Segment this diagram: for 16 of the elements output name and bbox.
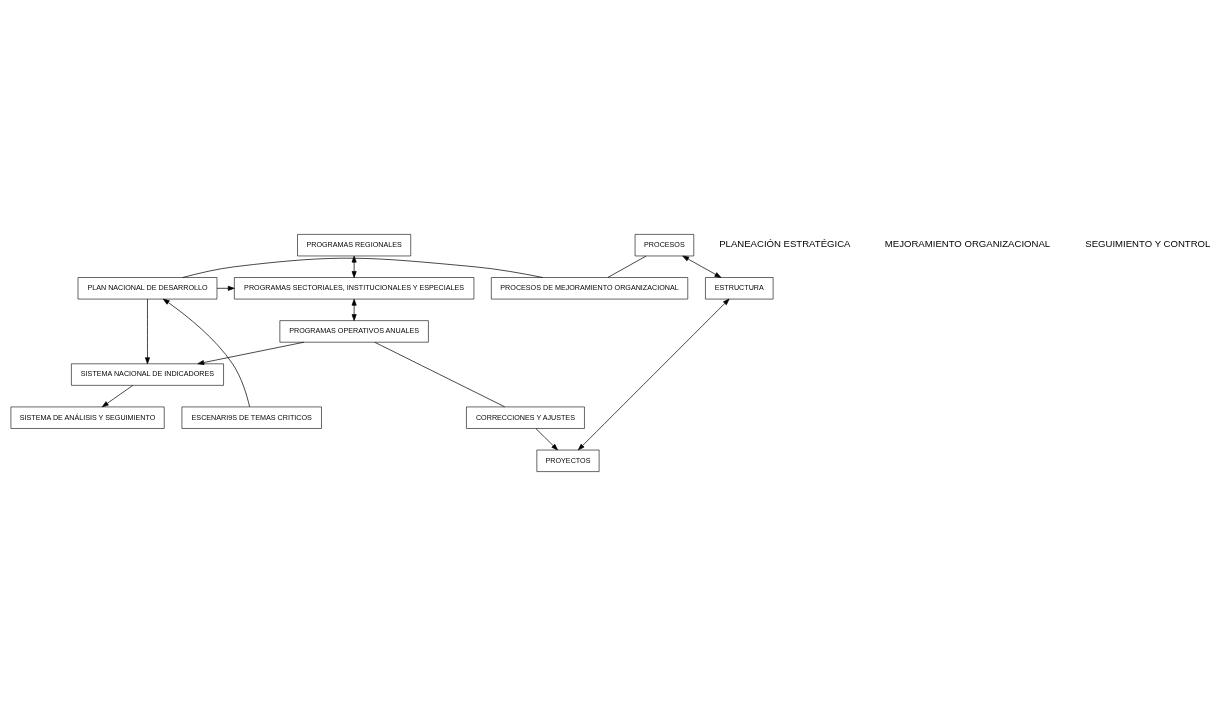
label: SEGUIMIENTO Y CONTROL bbox=[1085, 238, 1211, 250]
arrow bbox=[216, 285, 235, 291]
label: PLANEACIÓN ESTRATÉGICA bbox=[719, 238, 851, 250]
arrow bbox=[145, 298, 150, 365]
arrow bbox=[162, 298, 250, 408]
connector bbox=[607, 255, 647, 278]
arrow bbox=[682, 255, 722, 278]
arrow bbox=[351, 298, 357, 321]
arrow bbox=[535, 428, 558, 451]
connector bbox=[374, 341, 506, 408]
arrow bbox=[101, 385, 134, 408]
arrow bbox=[197, 341, 305, 365]
arrow bbox=[351, 255, 357, 278]
label: MEJORAMIENTO ORGANIZACIONAL bbox=[884, 238, 1051, 250]
arrow bbox=[578, 298, 730, 451]
connector bbox=[182, 257, 544, 278]
